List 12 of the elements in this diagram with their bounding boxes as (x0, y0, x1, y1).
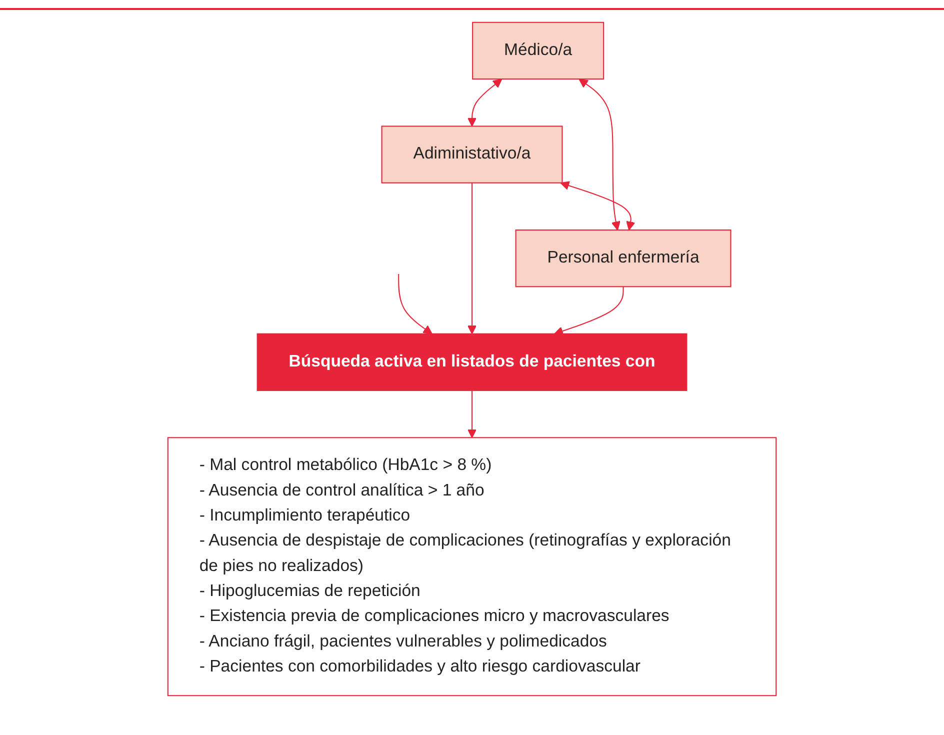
arrow (467, 390, 477, 438)
arrow (560, 181, 636, 230)
node-box: - Mal control metabólico (HbA1c > 8 %) - Ausencia de control analítica > 1 año - Incumplimiento terapéutico - Ausencia de despistaje de complicaciones (retinografías y exploración de pies no realizados) - Hipoglucemias de repetición - Existencia previa de complicaciones micro y macrovasculares - Anciano frágil, pacientes vulnerables y polimedicados - Pacientes con comorbilidades y alto riesgo cardiovascular (167, 437, 777, 696)
node-box: Adiministativo/a (381, 126, 563, 184)
node-box: Médico/a (472, 22, 604, 80)
arrow (554, 286, 624, 336)
node-box: Búsqueda activa en listados de pacientes con (256, 333, 688, 391)
node-box: Personal enfermería (515, 230, 732, 288)
arrow (398, 274, 432, 334)
arrow (467, 78, 502, 127)
arrow (467, 182, 477, 334)
arrow (578, 78, 620, 230)
